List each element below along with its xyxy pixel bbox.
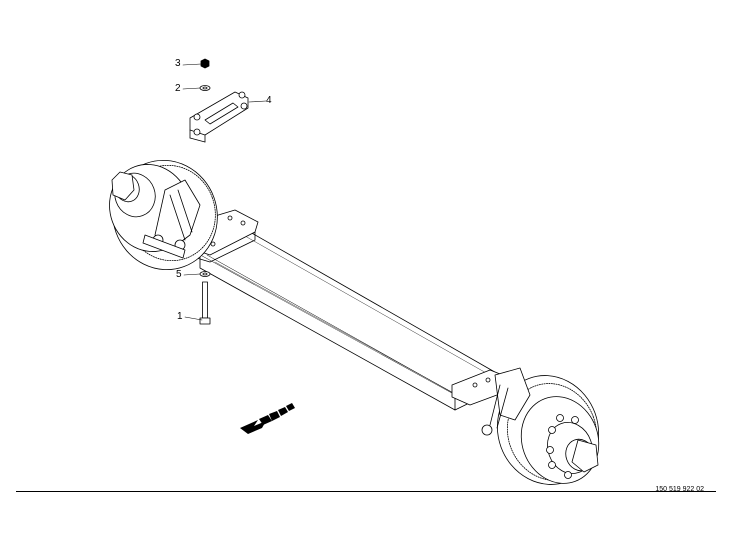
axle-beam xyxy=(199,231,501,411)
part-4-bracket xyxy=(189,91,249,143)
right-brake-drum xyxy=(481,367,600,485)
part-1-bolt xyxy=(199,281,211,325)
drawing-number: 150 519 922 02 xyxy=(655,486,704,493)
callout-leaders xyxy=(182,63,267,321)
part-2-washer xyxy=(199,85,211,91)
part-3-nut xyxy=(200,58,210,69)
left-brake-drum xyxy=(109,159,218,271)
callout-2: 2 xyxy=(175,83,181,94)
callout-5: 5 xyxy=(176,269,182,280)
callout-4: 4 xyxy=(266,95,272,106)
callout-1: 1 xyxy=(177,311,183,322)
part-5-washer xyxy=(199,271,211,277)
direction-arrow xyxy=(240,403,295,434)
bottom-rule xyxy=(16,491,716,492)
callout-3: 3 xyxy=(175,58,181,69)
